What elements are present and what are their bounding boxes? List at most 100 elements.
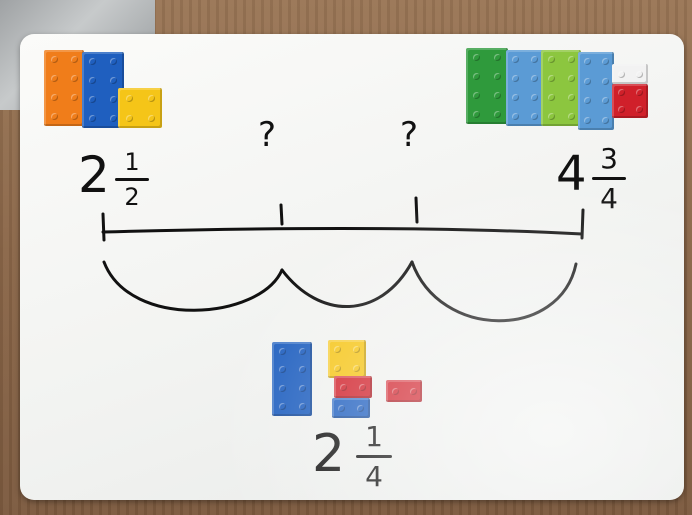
brick-stud [567, 75, 575, 82]
brick-stud [391, 387, 399, 395]
brick-stud [147, 114, 155, 122]
brick-stud [547, 56, 555, 63]
brick-stud [567, 94, 575, 101]
brick-stud [125, 94, 133, 102]
brick-stud [334, 365, 341, 372]
brick-stud [635, 70, 643, 78]
brick-stud [601, 77, 609, 85]
brick-stud [512, 75, 519, 82]
brick-stud [547, 113, 555, 120]
brick-stud [494, 54, 501, 61]
end-whole: 4 [556, 146, 587, 202]
brick-stud [494, 92, 501, 99]
brick-stud [50, 56, 58, 63]
brick-stud [70, 94, 78, 101]
jump-whole: 2 [312, 424, 346, 484]
brick-stud [70, 75, 78, 82]
brick-stud [50, 75, 58, 82]
brick-stud [50, 94, 58, 101]
end-fraction-bar [592, 177, 626, 180]
red-brick [612, 84, 648, 118]
jump-arc-2 [280, 260, 414, 308]
start-fraction: 1 2 [115, 148, 149, 211]
lime-brick [541, 50, 581, 126]
brick-stud [147, 94, 155, 102]
start-fraction-bar [115, 178, 149, 181]
jump-arc-3 [410, 260, 578, 323]
brick-stud [601, 58, 609, 66]
brick-stud [567, 113, 575, 120]
start-denominator: 2 [124, 183, 140, 211]
brick-stud [357, 404, 364, 412]
brick-stud [70, 113, 78, 120]
jump-arc-1 [102, 260, 284, 312]
brick-stud [583, 77, 591, 85]
brick-stud [617, 106, 625, 113]
yellow-brick [118, 88, 162, 128]
brick-stud [473, 111, 480, 118]
brick-stud [298, 347, 306, 355]
brick-stud [298, 384, 306, 392]
jump-numerator: 1 [365, 420, 383, 453]
brick-stud [494, 73, 501, 80]
brick-stud [473, 54, 480, 61]
brick-stud [278, 384, 286, 392]
red-brick-bottom-2 [386, 380, 422, 402]
start-whole: 2 [78, 146, 110, 204]
jump-fraction-bar [356, 455, 392, 458]
brick-stud [338, 404, 345, 412]
tick-2 [414, 196, 419, 224]
brick-stud [601, 116, 609, 124]
green-brick [466, 48, 508, 124]
yellow-brick-bottom [328, 340, 366, 378]
brick-stud [278, 366, 286, 374]
brick-stud [617, 70, 625, 78]
brick-stud [89, 77, 96, 84]
brick-stud [353, 365, 360, 372]
brick-stud [567, 56, 575, 63]
jump-fraction: 1 4 [356, 420, 392, 493]
brick-stud [512, 113, 519, 120]
brick-stud [110, 115, 117, 122]
brick-stud [89, 96, 96, 103]
tick-1 [279, 203, 284, 226]
brick-stud [473, 73, 480, 80]
blue-brick-bottom-small [332, 398, 370, 418]
brick-stud [278, 403, 286, 411]
brick-stud [298, 403, 306, 411]
brick-stud [583, 97, 591, 105]
end-fraction: 3 4 [592, 142, 626, 215]
number-line [101, 227, 584, 236]
brick-stud [70, 56, 78, 63]
brick-stud [635, 89, 643, 96]
brick-stud [601, 97, 609, 105]
brick-stud [110, 58, 117, 65]
brick-stud [110, 96, 117, 103]
brick-stud [50, 113, 58, 120]
brick-stud [531, 56, 538, 63]
question-mark-2: ? [400, 115, 419, 155]
brick-stud [278, 347, 286, 355]
brick-stud [473, 92, 480, 99]
red-brick-bottom-1 [334, 376, 372, 398]
brick-stud [547, 94, 555, 101]
brick-stud [353, 346, 360, 353]
brick-stud [531, 113, 538, 120]
question-mark-1: ? [258, 115, 277, 155]
brick-stud [89, 115, 96, 122]
brick-stud [583, 58, 591, 66]
tick-start [101, 212, 106, 242]
brick-stud [531, 94, 538, 101]
light-blue-brick-2 [578, 52, 614, 130]
brick-stud [110, 77, 117, 84]
brick-stud [125, 114, 133, 122]
end-numerator: 3 [600, 142, 618, 175]
orange-brick [44, 50, 84, 126]
brick-stud [334, 346, 341, 353]
tick-end [580, 208, 585, 240]
brick-stud [583, 116, 591, 124]
jump-denominator: 4 [365, 460, 383, 493]
brick-stud [298, 366, 306, 374]
light-blue-brick [506, 50, 544, 126]
brick-stud [531, 75, 538, 82]
